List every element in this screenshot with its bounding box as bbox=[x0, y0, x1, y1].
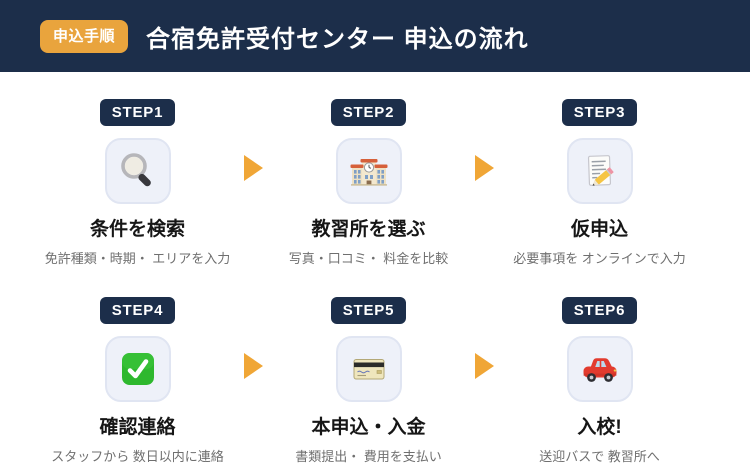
memo-icon bbox=[580, 151, 620, 191]
step-6: STEP6 入校! 送迎バスで 教習所へ bbox=[494, 297, 705, 465]
step-3-title: 仮申込 bbox=[570, 219, 628, 240]
step-6-description: 送迎バスで 教習所へ bbox=[539, 449, 660, 464]
step-4: STEP4 確認連絡 スタッフから 数日以内に連絡 bbox=[32, 297, 243, 465]
step-2-description: 写真・口コミ・ 料金を比較 bbox=[288, 251, 449, 266]
flow-arrow bbox=[243, 155, 263, 181]
step-5-icon-tile bbox=[335, 336, 402, 402]
credit-card-icon bbox=[349, 349, 389, 389]
step-4-icon-tile bbox=[104, 336, 171, 402]
page-title: 合宿免許受付センター 申込の流れ bbox=[146, 25, 529, 53]
step-6-icon-tile bbox=[566, 336, 633, 402]
step-3-description: 必要事項を オンラインで入力 bbox=[513, 251, 686, 266]
step-2-badge: STEP2 bbox=[330, 99, 407, 126]
step-4-badge: STEP4 bbox=[99, 297, 176, 324]
step-3-icon-tile bbox=[566, 138, 633, 204]
step-1: STEP1 条件を検索 免許種類・時期・ エリアを入力 bbox=[32, 99, 243, 267]
step-3: STEP3 bbox=[494, 99, 705, 267]
procedure-badge: 申込手順 bbox=[40, 19, 129, 53]
step-1-badge: STEP1 bbox=[99, 99, 176, 126]
flow-arrow bbox=[243, 353, 263, 379]
arrow-right-icon bbox=[474, 353, 494, 379]
header: 申込手順 合宿免許受付センター 申込の流れ bbox=[0, 0, 750, 72]
flow-arrow bbox=[474, 353, 494, 379]
step-1-icon-tile bbox=[104, 138, 171, 204]
step-5-badge: STEP5 bbox=[330, 297, 407, 324]
step-5-description: 書類提出・ 費用を支払い bbox=[295, 449, 442, 464]
step-1-title: 条件を検索 bbox=[89, 219, 185, 240]
step-5: STEP5 本申込・入金 書類提出・ 費用を支払い bbox=[263, 297, 474, 465]
step-4-title: 確認連絡 bbox=[99, 417, 176, 438]
flow-arrow bbox=[474, 155, 494, 181]
steps-row-2: STEP4 確認連絡 スタッフから 数日以内に連絡 STEP5 bbox=[0, 297, 750, 465]
step-1-description: 免許種類・時期・ エリアを入力 bbox=[44, 251, 231, 266]
step-3-badge: STEP3 bbox=[561, 99, 638, 126]
step-6-badge: STEP6 bbox=[561, 297, 638, 324]
step-4-description: スタッフから 数日以内に連絡 bbox=[51, 449, 224, 464]
car-icon bbox=[580, 349, 620, 389]
step-2-icon-tile bbox=[335, 138, 402, 204]
step-2-title: 教習所を選ぶ bbox=[311, 219, 426, 240]
step-5-title: 本申込・入金 bbox=[311, 417, 426, 438]
arrow-right-icon bbox=[243, 155, 263, 181]
school-icon bbox=[349, 151, 389, 191]
check-icon bbox=[118, 349, 158, 389]
step-6-title: 入校! bbox=[577, 417, 622, 438]
step-2: STEP2 bbox=[263, 99, 474, 267]
arrow-right-icon bbox=[243, 353, 263, 379]
steps-row-1: STEP1 条件を検索 免許種類・時期・ エリアを入力 STEP2 bbox=[0, 99, 750, 267]
search-icon bbox=[118, 151, 158, 191]
arrow-right-icon bbox=[474, 155, 494, 181]
